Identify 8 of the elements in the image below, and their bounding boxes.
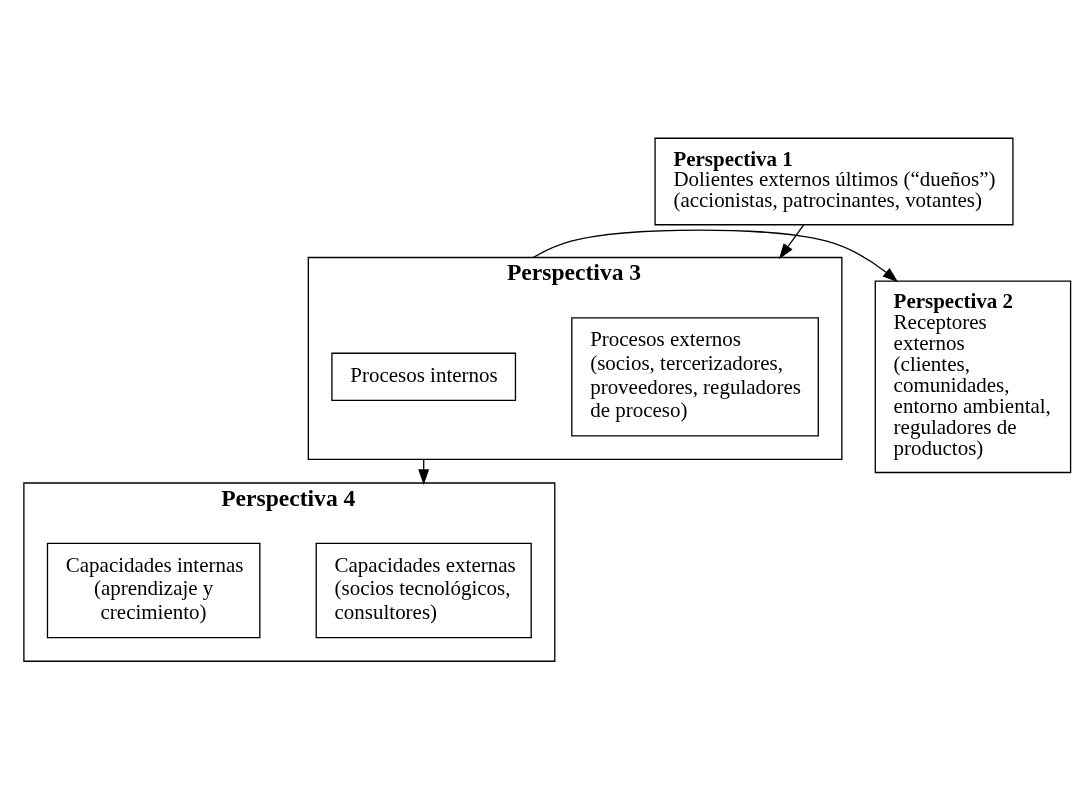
node-box: Procesos internos <box>331 352 517 402</box>
arrow <box>532 229 899 283</box>
node-box: Capacidades externas (socios tecnológicos, consultores) <box>315 542 532 639</box>
node-box: Capacidades internas (aprendizaje y crecimiento) <box>46 542 261 639</box>
arrow <box>778 224 805 260</box>
node-box: Perspectiva 2 Receptores externos (clientes, comunidades, entorno ambiental, reguladores de productos) <box>874 280 1072 474</box>
node-box: Procesos externos (socios, tercerizadores, proveedores, reguladores de proceso) <box>571 317 819 437</box>
node-box: Perspectiva 1 Dolientes externos últimos (“dueños”) (accionistas, patrocinantes, votantes) <box>654 137 1014 226</box>
